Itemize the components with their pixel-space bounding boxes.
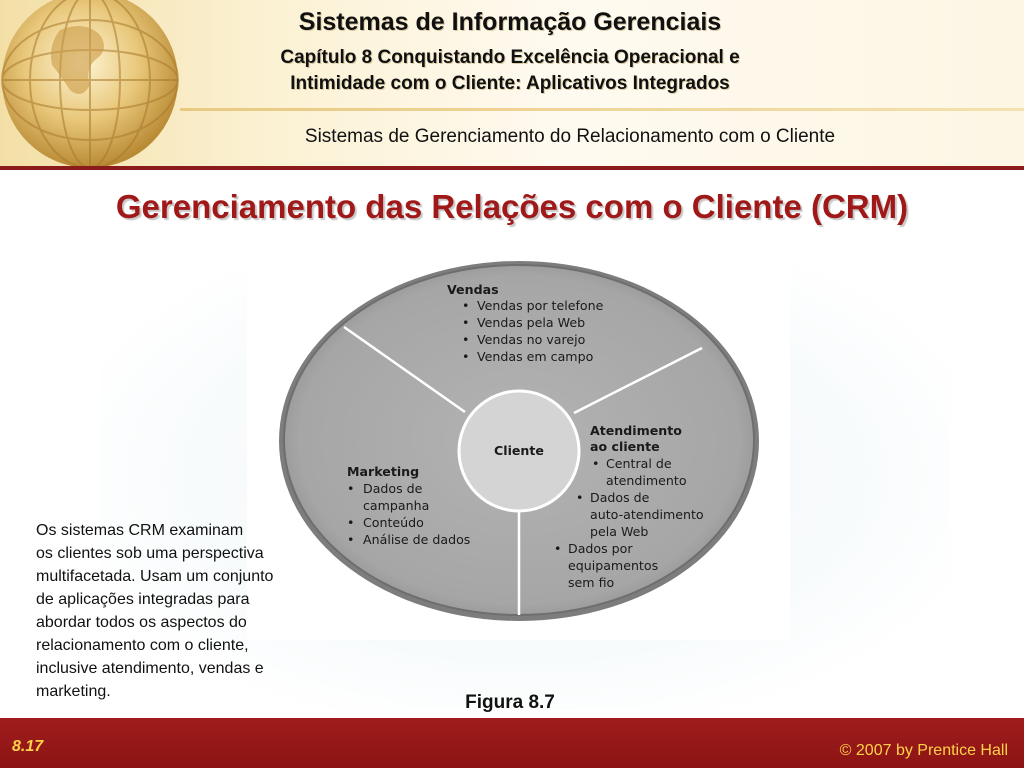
- slide-number: 8.17: [12, 738, 44, 755]
- atendimento-item: equipamentos: [568, 558, 658, 573]
- marketing-item: Dados de: [363, 481, 423, 496]
- atendimento-title: Atendimento: [590, 423, 682, 438]
- atendimento-item: sem fio: [568, 575, 615, 590]
- description-line: multifacetada. Usam um conjunto: [36, 568, 274, 585]
- description-line: abordar todos os aspectos do: [36, 614, 247, 631]
- atendimento-item: pela Web: [590, 524, 648, 539]
- header-bottom-rule: [0, 166, 1024, 170]
- slide-title: Gerenciamento das Relações com o Cliente…: [115, 188, 909, 225]
- description-line: marketing.: [36, 683, 111, 700]
- atendimento-bullet: •: [592, 456, 599, 471]
- globe-icon: [1, 0, 179, 169]
- marketing-item: campanha: [363, 498, 429, 513]
- marketing-item: Conteúdo: [363, 515, 424, 530]
- description-line: relacionamento com o cliente,: [36, 637, 249, 654]
- atendimento-bullet: •: [554, 541, 561, 556]
- vendas-item: Vendas pela Web: [477, 315, 585, 330]
- slide-footer: 8.17 © 2007 by Prentice Hall: [0, 718, 1024, 768]
- marketing-bullet: •: [347, 515, 354, 530]
- description-line: Os sistemas CRM examinam: [36, 522, 244, 539]
- section-title: Sistemas de Gerenciamento do Relacioname…: [304, 126, 836, 147]
- atendimento-item: Central de: [606, 456, 672, 471]
- figure-caption: Figura 8.7: [465, 692, 555, 713]
- chapter-title-line-2: Intimidade com o Cliente: Aplicativos In…: [290, 73, 730, 94]
- header-divider: [180, 108, 1024, 111]
- vendas-bullet: •: [462, 332, 469, 347]
- marketing-item: Análise de dados: [363, 532, 470, 547]
- vendas-item: Vendas no varejo: [477, 332, 586, 347]
- atendimento-title: ao cliente: [590, 439, 660, 454]
- vendas-bullet: •: [462, 298, 469, 313]
- chapter-title: Capítulo 8 Conquistando Excelência Opera…: [190, 45, 830, 97]
- marketing-bullet: •: [347, 481, 354, 496]
- vendas-title: Vendas: [447, 282, 499, 297]
- atendimento-item: atendimento: [606, 473, 687, 488]
- copyright-notice: © 2007 by Prentice Hall: [839, 742, 1008, 759]
- center-label: Cliente: [494, 443, 544, 458]
- slide-header: Sistemas de Informação Gerenciais Capítu…: [0, 0, 1024, 170]
- atendimento-item: auto-atendimento: [590, 507, 704, 522]
- marketing-bullet: •: [347, 532, 354, 547]
- crm-diagram-svg: Cliente Vendas • Vendas por telefone • V…: [279, 261, 759, 621]
- vendas-bullet: •: [462, 349, 469, 364]
- chapter-title-line-1: Capítulo 8 Conquistando Excelência Opera…: [280, 47, 740, 68]
- vendas-bullet: •: [462, 315, 469, 330]
- atendimento-item: Dados por: [568, 541, 633, 556]
- description-text: Os sistemas CRM examinam os clientes sob…: [36, 519, 336, 703]
- atendimento-bullet: •: [576, 490, 583, 505]
- description-line: os clientes sob uma perspectiva: [36, 545, 264, 562]
- atendimento-item: Dados de: [590, 490, 650, 505]
- segment-dividers: [343, 325, 703, 615]
- description-line: inclusive atendimento, vendas e: [36, 660, 264, 677]
- course-title: Sistemas de Informação Gerenciais: [298, 8, 722, 36]
- vendas-item: Vendas por telefone: [477, 298, 604, 313]
- description-line: de aplicações integradas para: [36, 591, 250, 608]
- center-circle: [457, 389, 581, 513]
- marketing-title: Marketing: [347, 464, 419, 479]
- crm-diagram: Cliente Vendas • Vendas por telefone • V…: [247, 240, 790, 640]
- vendas-item: Vendas em campo: [477, 349, 594, 364]
